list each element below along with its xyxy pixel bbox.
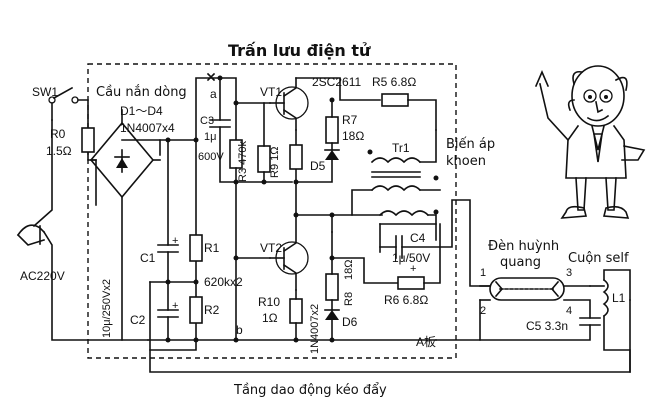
bottom-caption: Tầng dao động kéo đẩy (233, 383, 387, 398)
r6-resistor (397, 276, 425, 290)
label-c3-value2: 600V (198, 151, 224, 163)
r10-resistor (289, 298, 303, 324)
label-bridge: Cầu nắn dòng (96, 85, 187, 100)
d5-diode (325, 150, 339, 160)
label-r9: R9 1Ω (269, 147, 281, 178)
vt1-emitter-resistor (289, 144, 303, 170)
label-diodes: D1～D4 (120, 104, 163, 118)
label-transformer2: khoen (446, 154, 486, 169)
label-c2-plus: + (172, 300, 178, 312)
label-c3: C3 (200, 115, 214, 127)
label-vt1: VT1 (260, 85, 282, 99)
label-r3: R3 470k (237, 141, 249, 182)
label-c1: C1 (140, 251, 156, 265)
label-lamp2: quang (500, 255, 541, 270)
label-d6-part: 1N4007x2 (309, 304, 321, 354)
label-coil: Cuộn self (568, 251, 629, 266)
label-vt2: VT2 (260, 241, 282, 255)
label-r10-value: 1Ω (262, 311, 278, 325)
r5-resistor (381, 93, 409, 107)
label-c5: C5 3.3n (526, 319, 568, 333)
label-r7: R7 (342, 113, 358, 127)
label-ac: AC220V (20, 269, 65, 283)
label-r5: R5 6.8Ω (372, 75, 416, 89)
label-r0-value: 1.5Ω (46, 144, 72, 158)
r7-resistor (325, 116, 339, 144)
r2-resistor (189, 296, 203, 324)
label-pin2: 2 (480, 305, 486, 317)
label-c2: C2 (130, 313, 146, 327)
label-c4-value: 1μ/50V (392, 251, 430, 265)
r0-resistor (81, 127, 95, 153)
label-r12-value: 620kx2 (204, 275, 243, 289)
label-r8-value: 18Ω (343, 260, 355, 280)
label-r1: R1 (204, 241, 220, 255)
label-c1-plus: + (172, 235, 178, 247)
fluorescent-lamp (435, 277, 565, 341)
label-sw1: SW1 (32, 85, 58, 99)
label-r8: R8 (343, 292, 355, 306)
label-pin3: 3 (566, 267, 572, 279)
label-pin4: 4 (566, 305, 572, 317)
label-board: A板 (416, 335, 436, 349)
label-d5: D5 (310, 159, 326, 173)
label-diode-part: 1N4007x4 (120, 121, 175, 135)
label-r10: R10 (258, 295, 280, 309)
label-r6: R6 6.8Ω (384, 293, 428, 307)
label-transformer: Biến áp (446, 137, 495, 152)
label-r2: R2 (204, 303, 220, 317)
transformer-tr1 (351, 129, 441, 241)
diagram-title: Trấn lưu điện tử (228, 41, 371, 60)
label-r0: R0 (50, 127, 66, 141)
label-node-a: a (210, 87, 217, 101)
board-outline (87, 63, 457, 359)
label-l1: L1 (612, 291, 626, 305)
label-r7-value: 18Ω (342, 129, 364, 143)
d6-diode (325, 310, 339, 320)
transistor-vt2 (235, 214, 309, 291)
label-d6: D6 (342, 315, 358, 329)
label-c12-value: 10μ/250Vx2 (101, 279, 113, 338)
coil-l1 (602, 269, 631, 373)
professor-cartoon (534, 65, 646, 219)
cap-c2 (157, 281, 179, 341)
label-vt1-part: 2SC2611 (312, 75, 361, 89)
cap-c1 (157, 139, 179, 283)
label-c4-plus: + (410, 263, 416, 275)
r8-resistor (325, 273, 339, 301)
label-pin1: 1 (480, 267, 486, 279)
label-lamp: Đèn huỳnh (488, 239, 559, 254)
label-node-b: b (236, 323, 243, 337)
ac-input (16, 86, 149, 341)
bridge-rectifier (89, 109, 161, 341)
label-c3-value1: 1μ (204, 131, 216, 143)
label-tr1: Tr1 (392, 141, 410, 155)
r1-resistor (189, 234, 203, 262)
label-c4: C4 (410, 231, 426, 245)
